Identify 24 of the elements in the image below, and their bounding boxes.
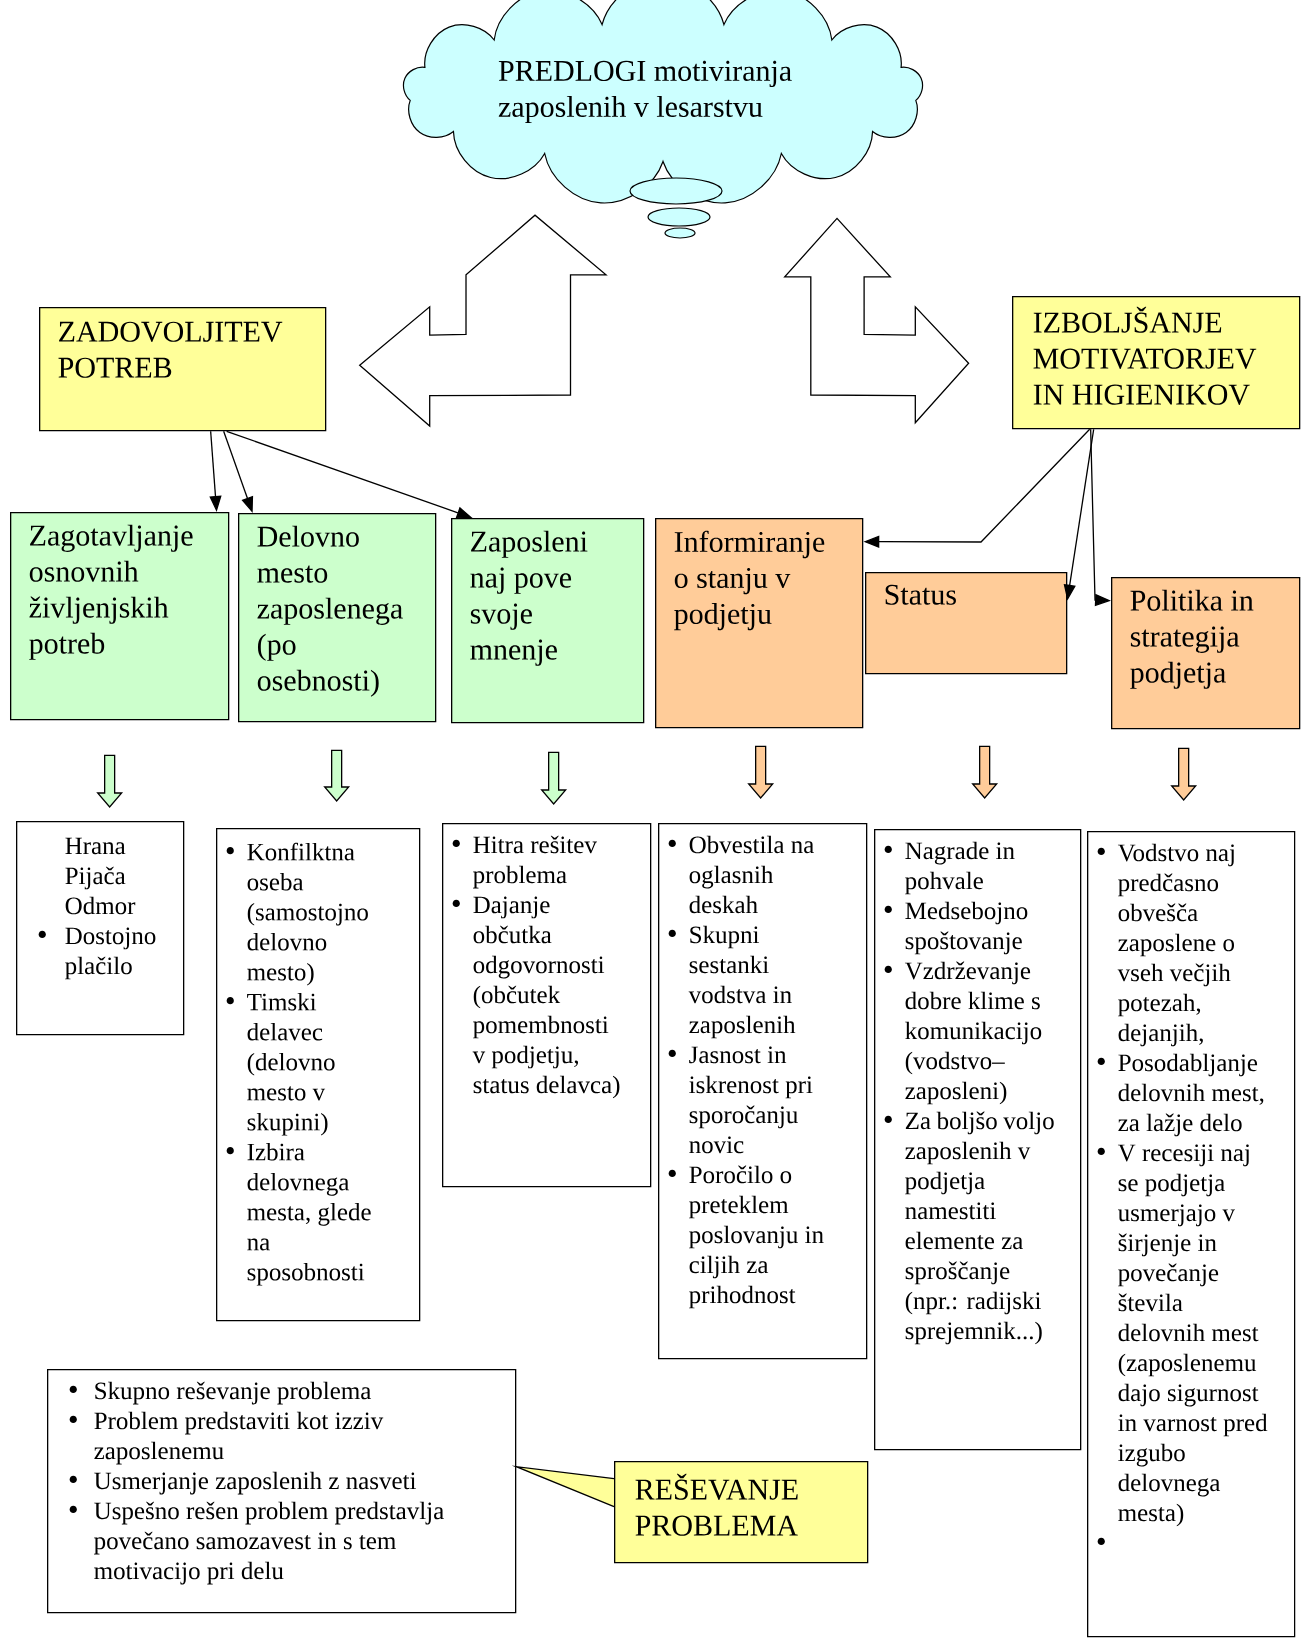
list-box: Hitra rešitev problema Dajanje občutka odgovornosti (občutek pomembnosti v podjetju, status delavca) <box>442 823 652 1188</box>
block-arrow <box>323 749 351 802</box>
list-box: Vodstvo naj predčasno obvešča zaposlene o vseh večjih potezah, dejanjih, Posodabljanje delovnih mest, za lažje delo V recesiji naj se podjetja usmerjajo v širjenje in povečanje števila delovnih mest (zaposlenemu dajo sigurnost in varnost pred izgubo delovnega mesta) <box>1087 831 1296 1638</box>
category-box: Zagotavljanje osnovnih življenjskih potreb <box>10 512 230 721</box>
block-arrow <box>540 751 568 805</box>
category-box: Politika in strategija podjetja <box>1111 577 1301 730</box>
list-box: Konfilktna oseba (samostojno delovno mesto) Timski delavec (delovno mesto v skupini) Izbira delovnega mesta, glede na sposobnosti <box>216 828 421 1322</box>
heading-box: ZADOVOLJITEV POTREB <box>39 307 327 432</box>
block-arrow <box>971 745 999 799</box>
callout-box: REŠEVANJE PROBLEMA <box>614 1461 869 1564</box>
list-box: Nagrade in pohvale Medsebojno spoštovanje Vzdrževanje dobre klime s komunikacijo (vodstvo–zaposleni) Za boljšo voljo zaposlenih v podjetja namestiti elemente za sproščanje (npr.: radijski sprejemnik...) <box>874 829 1082 1451</box>
category-box: Delovno mesto zaposlenega (po osebnosti) <box>238 513 437 723</box>
block-arrow <box>96 754 124 808</box>
callout-pointer <box>511 1465 615 1508</box>
block-arrow <box>747 745 775 799</box>
category-box: Informiranje o stanju v podjetju <box>655 518 864 729</box>
thought-cloud: PREDLOGI motiviranja zaposlenih v lesarstvu <box>402 0 924 239</box>
list-box: Skupno reševanje problema Problem predstaviti kot izziv zaposlenemu Usmerjanje zaposlenih z nasveti Uspešno rešen problem predstavlja povečano samozavest in s tem motivacijo pri delu <box>47 1369 517 1614</box>
list-box: Obvestila na oglasnih deskah Skupni sestanki vodstva in zaposlenih Jasnost in iskrenost pri sporočanju novic Poročilo o preteklem poslovanju in ciljih za prihodnost <box>658 823 868 1360</box>
block-arrow <box>1170 747 1198 801</box>
list-box: Hrana Pijača Odmor Dostojno plačilo <box>16 821 185 1036</box>
heading-box: IZBOLJŠANJE MOTIVATORJEV IN HIGIENIKOV <box>1012 296 1301 430</box>
category-box: Status <box>865 572 1068 675</box>
category-box: Zaposleni naj pove svoje mnenje <box>451 518 645 724</box>
